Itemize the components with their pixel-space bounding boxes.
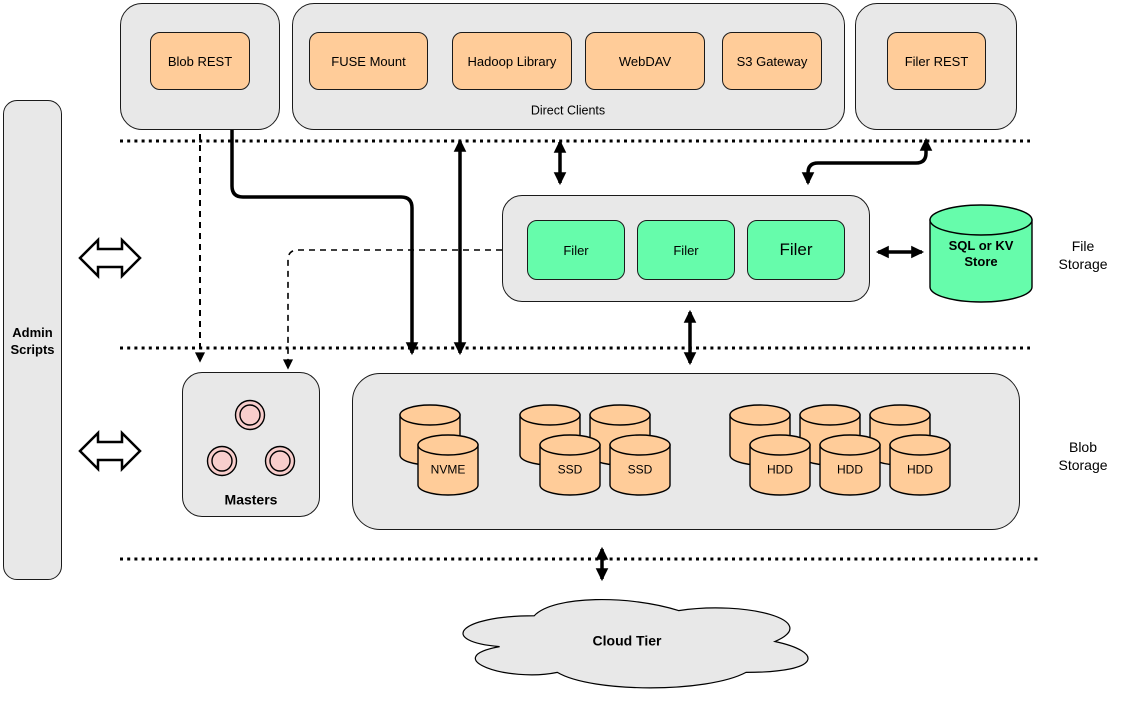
hdd-label-1: HDD — [767, 462, 793, 477]
cylinder-hdd-front-2 — [819, 434, 881, 496]
masters-group — [182, 372, 320, 517]
cylinder-nvme-front — [417, 434, 479, 496]
cloud-shape — [462, 598, 809, 689]
file-storage-label: File Storage — [1058, 238, 1108, 272]
node-blob-rest: Blob REST — [150, 32, 250, 90]
cylinder-ssd-front-1 — [539, 434, 601, 496]
masters-label: Masters — [224, 491, 278, 508]
cylinder-hdd-front-3 — [889, 434, 951, 496]
direct-clients-label: Direct Clients — [530, 103, 606, 118]
node-webdav: WebDAV — [585, 32, 705, 90]
node-filer-2: Filer — [637, 220, 735, 280]
node-filer-3-label: Filer — [779, 240, 813, 259]
node-s3-gateway-label: S3 Gateway — [736, 53, 808, 69]
node-hadoop-library: Hadoop Library — [452, 32, 572, 90]
node-fuse-mount: FUSE Mount — [309, 32, 428, 90]
master-node-circles — [206, 399, 296, 477]
node-hadoop-library-label: Hadoop Library — [467, 53, 557, 69]
hdd-label-3: HDD — [907, 462, 933, 477]
node-filer-1: Filer — [527, 220, 625, 280]
admin-double-arrow-file-layer — [78, 236, 142, 280]
node-filer-3: Filer — [747, 220, 845, 280]
ssd-label-2: SSD — [627, 462, 653, 477]
hdd-label-2: HDD — [837, 462, 863, 477]
node-webdav-label: WebDAV — [618, 53, 672, 69]
sql-kv-cylinder — [929, 204, 1033, 303]
admin-scripts-label: Admin Scripts — [10, 325, 55, 357]
ssd-label-1: SSD — [557, 462, 583, 477]
blob-storage-label: Blob Storage — [1058, 439, 1108, 473]
cloud-tier-label: Cloud Tier — [592, 632, 662, 649]
cylinder-ssd-front-2 — [609, 434, 671, 496]
node-blob-rest-label: Blob REST — [167, 53, 233, 69]
node-filer-rest: Filer REST — [887, 32, 986, 90]
arrow-blobrest-to-blobstore — [230, 130, 419, 356]
node-filer-2-label: Filer — [673, 242, 699, 258]
node-s3-gateway: S3 Gateway — [722, 32, 822, 90]
nvme-label: NVME — [430, 462, 466, 477]
node-fuse-mount-label: FUSE Mount — [331, 53, 406, 69]
arrow-filerrest-to-filer — [801, 137, 933, 186]
node-filer-rest-label: Filer REST — [904, 53, 969, 69]
arrow-filer-to-masters — [282, 249, 502, 370]
node-filer-1-label: Filer — [563, 242, 589, 258]
sql-store-label: SQL or KV Store — [948, 238, 1014, 269]
cylinder-hdd-front-1 — [749, 434, 811, 496]
admin-scripts-panel — [3, 100, 62, 580]
admin-double-arrow-blob-layer — [78, 429, 142, 473]
